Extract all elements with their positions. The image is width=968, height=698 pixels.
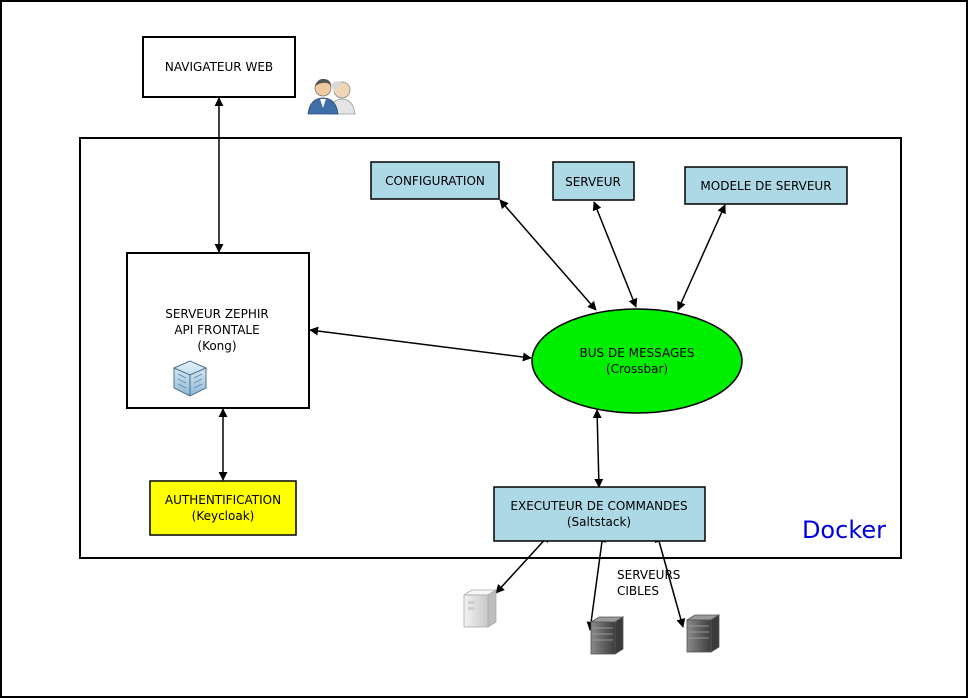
svg-text:(Kong): (Kong) xyxy=(197,339,236,353)
svg-text:EXECUTEUR DE COMMANDES: EXECUTEUR DE COMMANDES xyxy=(510,499,687,513)
node-modele-de-serveur: MODELE DE SERVEUR xyxy=(684,166,848,205)
node-bus-de-messages: BUS DE MESSAGES (Crossbar) xyxy=(531,308,743,414)
connector-configuration-bus xyxy=(499,199,597,311)
connector-zephir-bus xyxy=(309,326,532,362)
node-authentification: AUTHENTIFICATION (Keycloak) xyxy=(149,480,297,536)
svg-text:AUTHENTIFICATION: AUTHENTIFICATION xyxy=(165,493,281,507)
svg-text:SERVEURS: SERVEURS xyxy=(617,568,680,582)
svg-text:SERVEUR: SERVEUR xyxy=(565,175,621,189)
connectors xyxy=(214,97,726,631)
users-icon xyxy=(307,78,356,115)
node-serveur-zephir: SERVEUR ZEPHIR API FRONTALE (Kong) xyxy=(126,252,310,409)
kong-server-icon xyxy=(173,360,207,397)
svg-text:API FRONTALE: API FRONTALE xyxy=(174,323,259,337)
connector-executeur-server3 xyxy=(654,533,686,628)
svg-text:(Saltstack): (Saltstack) xyxy=(567,515,631,529)
svg-text:MODELE DE SERVEUR: MODELE DE SERVEUR xyxy=(700,179,831,193)
svg-text:SERVEUR ZEPHIR: SERVEUR ZEPHIR xyxy=(165,307,269,321)
docker-container xyxy=(79,137,902,559)
connector-serveur-bus xyxy=(592,201,638,308)
serveurs-cibles-label: SERVEURS CIBLES xyxy=(617,568,680,598)
svg-text:CONFIGURATION: CONFIGURATION xyxy=(385,174,485,188)
node-serveur: SERVEUR xyxy=(552,161,635,201)
svg-text:NAVIGATEUR WEB: NAVIGATEUR WEB xyxy=(165,60,273,74)
svg-text:(Crossbar): (Crossbar) xyxy=(606,362,668,376)
connector-executeur-server2 xyxy=(586,533,607,631)
node-navigateur-web: NAVIGATEUR WEB xyxy=(142,36,296,98)
connector-modele-bus xyxy=(677,204,726,311)
svg-text:BUS DE MESSAGES: BUS DE MESSAGES xyxy=(580,346,695,360)
svg-text:(Keycloak): (Keycloak) xyxy=(192,509,255,523)
svg-text:CIBLES: CIBLES xyxy=(617,584,659,598)
connector-bus-executeur xyxy=(592,409,604,488)
server-dark-icon xyxy=(589,616,625,655)
node-configuration: CONFIGURATION xyxy=(370,161,500,200)
node-executeur-de-commandes: EXECUTEUR DE COMMANDES (Saltstack) xyxy=(493,486,706,542)
docker-label: Docker xyxy=(802,516,886,544)
connector-executeur-server1 xyxy=(495,533,551,594)
server-light-icon xyxy=(462,589,498,628)
server-dark-icon xyxy=(685,614,721,653)
